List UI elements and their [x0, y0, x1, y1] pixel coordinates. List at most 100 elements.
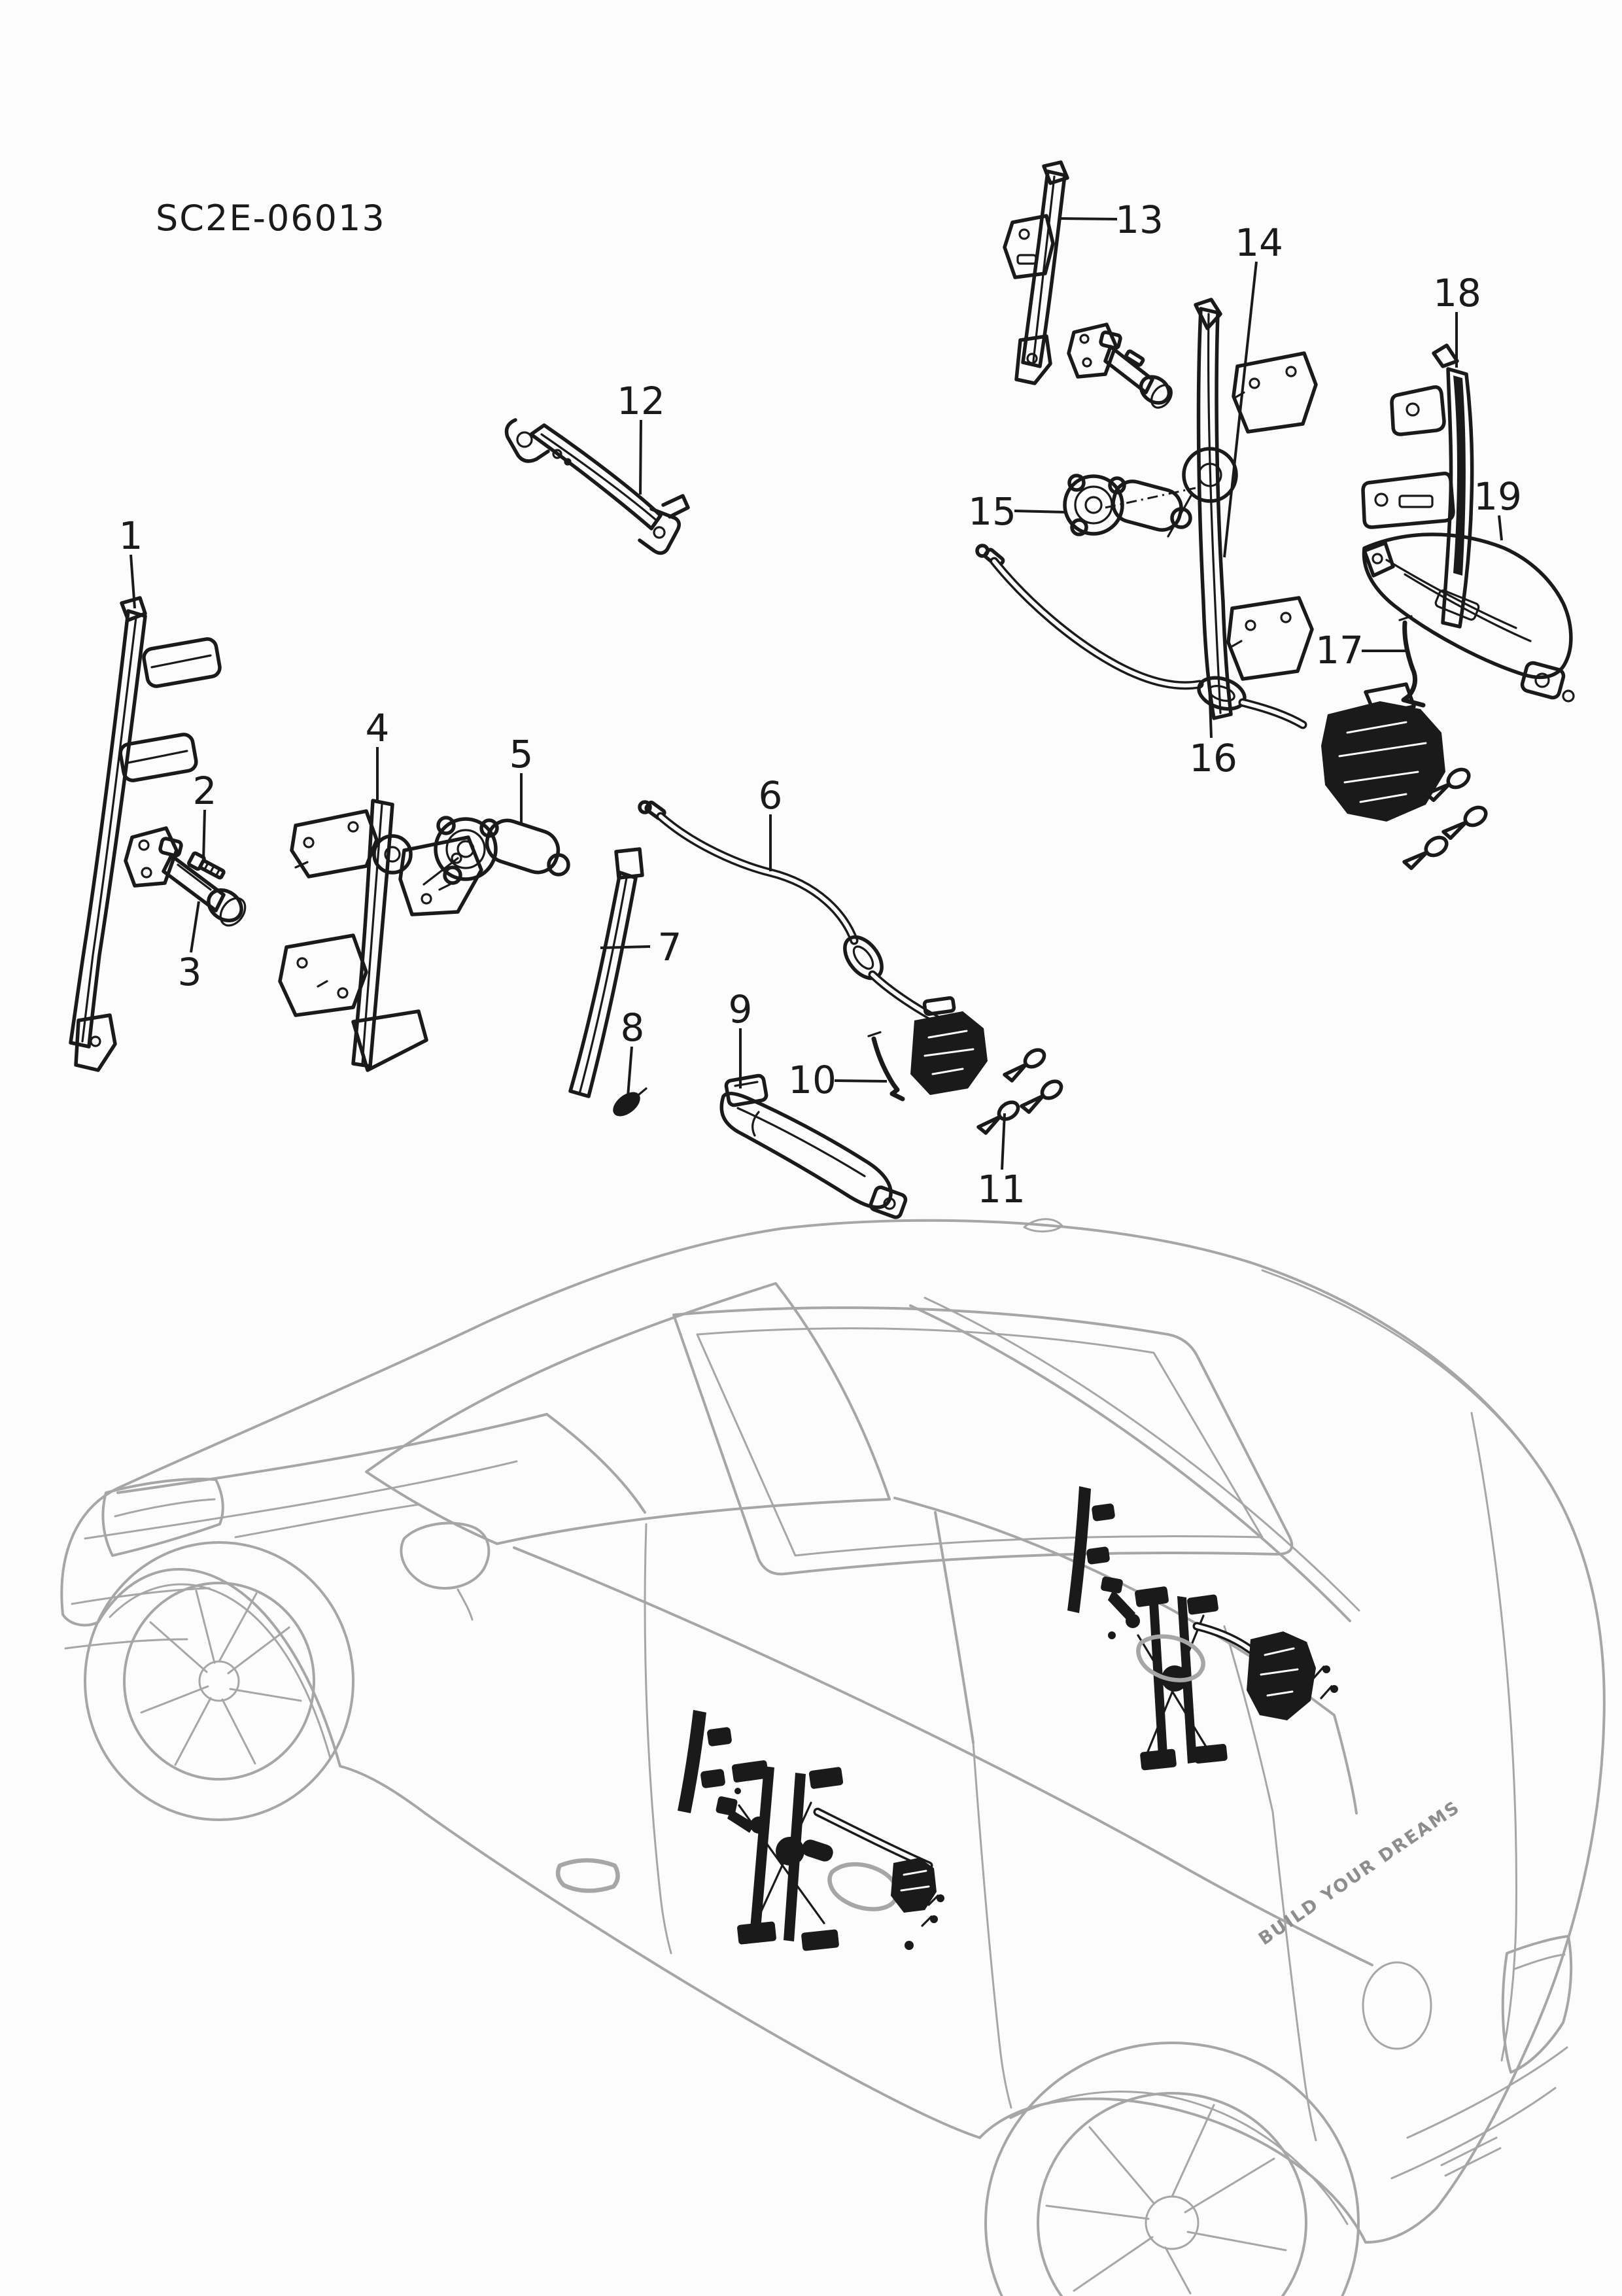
front-arch-lip [109, 1583, 332, 1760]
bumper-line-1 [71, 1587, 211, 1605]
car-lower-edge [61, 1568, 1438, 2244]
taillight-inner [1513, 1953, 1566, 1970]
c-pillar [1223, 1625, 1274, 1813]
callout-14-leader [1223, 261, 1258, 558]
callout-15-label: 15 [968, 489, 1016, 534]
callout-1-leader [129, 554, 136, 609]
antenna-fin [1023, 1218, 1063, 1233]
side-glass-top [893, 1497, 1358, 1815]
callout-16-leader [1208, 681, 1213, 739]
part-6-lock-cable [638, 800, 950, 1029]
callout-2-label: 2 [193, 769, 217, 813]
callout-9-label: 9 [729, 987, 753, 1032]
door-mechanism-rear-in-car [1067, 1486, 1338, 1771]
rear-wheel [984, 2042, 1360, 2296]
diagram-code: SC2E-06013 [156, 198, 386, 239]
callout-3-label: 3 [178, 950, 202, 994]
fuel-door [1362, 1961, 1432, 2050]
front-door-handle-outline [555, 1858, 620, 1893]
part-18-rear-rear-run-channel [1361, 343, 1474, 629]
rear-reflector [1440, 2136, 1502, 2177]
part-12-bracket [504, 418, 690, 555]
callout-18-label: 18 [1433, 271, 1481, 315]
part-17-lock-rod [1398, 615, 1426, 708]
rear-bumper-line-1 [1406, 2046, 1568, 2139]
taillight [1501, 1935, 1573, 2074]
callout-1-label: 1 [119, 513, 143, 558]
rear-arch-lip [1009, 2091, 1349, 2225]
callout-5-label: 5 [509, 732, 534, 776]
callout-13-label: 13 [1115, 198, 1164, 242]
spoiler-line [1261, 1269, 1551, 1485]
callout-19-leader [1498, 515, 1503, 541]
callout-13-leader [1059, 217, 1118, 220]
rear-bumper-line-2 [1390, 2087, 1557, 2180]
callout-11-label: 11 [977, 1167, 1026, 1211]
hood-line-2 [84, 1460, 518, 1540]
channel [1067, 1486, 1091, 1613]
roof-rail-inner [923, 1296, 1360, 1612]
handle-opening [1136, 1634, 1205, 1682]
check-rail [678, 1710, 706, 1813]
part-7-rear-run-channel [568, 847, 644, 1098]
mid-door-edge [972, 1741, 1012, 2109]
latch [1247, 1631, 1316, 1720]
part-2-bolt [187, 851, 226, 880]
car-body-silhouette [60, 1219, 1606, 2210]
callout-3-leader [190, 901, 200, 953]
part-15-rear-window-motor [1063, 474, 1196, 536]
callout-7-leader [600, 945, 651, 949]
part-13-rear-front-run-channel [1003, 160, 1069, 385]
hood-right-edge [545, 1413, 646, 1514]
fender-crease [234, 1503, 420, 1539]
liftgate-seam [1470, 1412, 1517, 2062]
headlight [101, 1478, 224, 1557]
brand-badge: BUILD YOUR DREAMS [1255, 1797, 1464, 1949]
callout-15-leader [1014, 510, 1067, 513]
callout-8-label: 8 [621, 1005, 645, 1050]
part-19-rear-outside-handle [1362, 532, 1575, 703]
exploded-parts [69, 160, 1575, 1219]
part-9-front-outside-handle [719, 1073, 908, 1219]
callout-12-label: 12 [617, 379, 665, 423]
door-mechanism-front-in-car [678, 1710, 944, 1951]
callout-6-label: 6 [759, 773, 783, 818]
part-3-door-check-strap [124, 826, 247, 927]
front-door-edge [644, 1523, 672, 1955]
part-11-screws [976, 1048, 1063, 1135]
handle-opening [827, 1862, 899, 1911]
car-outline: BUILD YOUR DREAMS [60, 1218, 1606, 2296]
windshield [365, 1282, 891, 1545]
part-14-rear-window-regulator [1167, 298, 1318, 720]
front-wheel [84, 1541, 354, 1821]
callout-19-label: 19 [1474, 474, 1522, 519]
callout-8-leader [627, 1046, 633, 1097]
sunroof-outer [672, 1306, 1294, 1576]
part-5-front-window-motor [423, 816, 570, 886]
callout-14-label: 14 [1235, 220, 1283, 265]
part-10-lock-rod [867, 1031, 905, 1102]
beltline [513, 1546, 1373, 1966]
sunroof-inner [696, 1327, 1264, 1557]
callout-12-leader [639, 419, 642, 495]
callout-11-leader [1001, 1113, 1006, 1170]
front-door-latch [910, 996, 988, 1095]
b-pillar [934, 1511, 975, 1744]
side-mirror [400, 1522, 491, 1590]
callout-16-label: 16 [1189, 736, 1237, 780]
rear-door-check-strap-art [1067, 322, 1173, 409]
callout-10-label: 10 [788, 1058, 837, 1102]
part-16-rear-lock-cable-latch [975, 544, 1488, 871]
callout-7-label: 7 [658, 925, 682, 969]
part-4-front-window-regulator [278, 799, 483, 1072]
headlight-inner [114, 1498, 216, 1518]
mirror-stem [457, 1588, 474, 1621]
rear-door-edge [1271, 1811, 1317, 2142]
roof-rail [909, 1304, 1351, 1622]
callout-17-label: 17 [1315, 628, 1364, 672]
bumper-line-2 [64, 1638, 188, 1650]
part-8-clip [613, 1087, 647, 1117]
